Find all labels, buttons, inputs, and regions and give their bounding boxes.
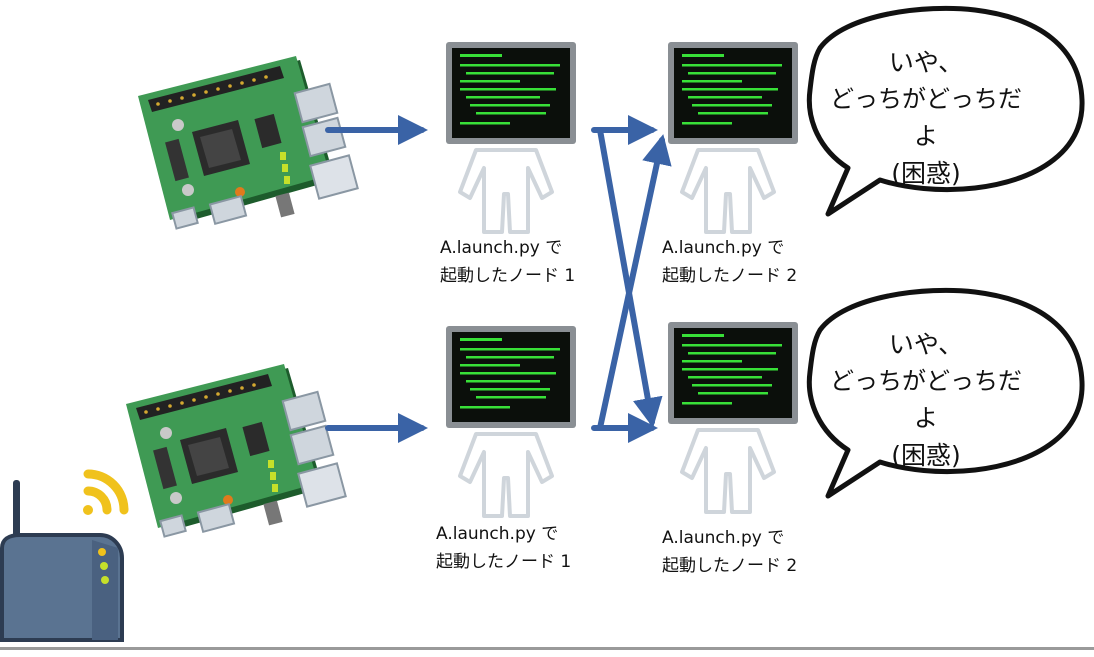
- raspberry-pi-board-1: [137, 55, 359, 230]
- bubble-line: いや、: [888, 330, 964, 359]
- bottom-divider: [0, 647, 1094, 650]
- wifi-signal-icon: [83, 469, 129, 515]
- node-person-4: [666, 320, 800, 514]
- arrow-bottom-to-top-node2: [591, 134, 672, 431]
- raspberry-pi-board-2: [125, 363, 347, 538]
- node-label-line: A.launch.py で: [662, 528, 785, 548]
- bubble-line: どっちがどっちだよ: [830, 367, 1022, 432]
- node-label-bottom-2: A.launch.py で 起動したノード 2: [662, 524, 797, 580]
- wifi-router: [0, 480, 124, 642]
- bubble-text-2: いや、 どっちがどっちだよ (困惑): [826, 326, 1026, 474]
- node-person-3: [444, 324, 578, 518]
- node-label-top-1: A.launch.py で 起動したノード 1: [440, 234, 575, 290]
- node-label-top-2: A.launch.py で 起動したノード 2: [662, 234, 797, 290]
- node-label-line: 起動したノード 1: [436, 552, 572, 572]
- node-label-line: 起動したノード 1: [440, 266, 576, 286]
- node-person-2: [666, 40, 800, 234]
- speech-bubble-1: [806, 5, 1085, 217]
- node-person-1: [444, 40, 578, 234]
- bubble-line: (困惑): [891, 441, 961, 470]
- node-label-line: 起動したノード 2: [662, 266, 798, 286]
- node-label-line: A.launch.py で: [436, 524, 559, 544]
- node-label-bottom-1: A.launch.py で 起動したノード 1: [436, 520, 571, 576]
- node-label-line: 起動したノード 2: [662, 556, 798, 576]
- bubble-line: どっちがどっちだよ: [830, 85, 1022, 150]
- node-label-line: A.launch.py で: [440, 238, 563, 258]
- bubble-text-1: いや、 どっちがどっちだよ (困惑): [826, 44, 1026, 192]
- arrow-top-to-bottom-node2: [591, 127, 663, 428]
- speech-bubble-2: [806, 287, 1085, 499]
- bubble-line: (困惑): [891, 159, 961, 188]
- bubble-line: いや、: [888, 48, 964, 77]
- node-label-line: A.launch.py で: [662, 238, 785, 258]
